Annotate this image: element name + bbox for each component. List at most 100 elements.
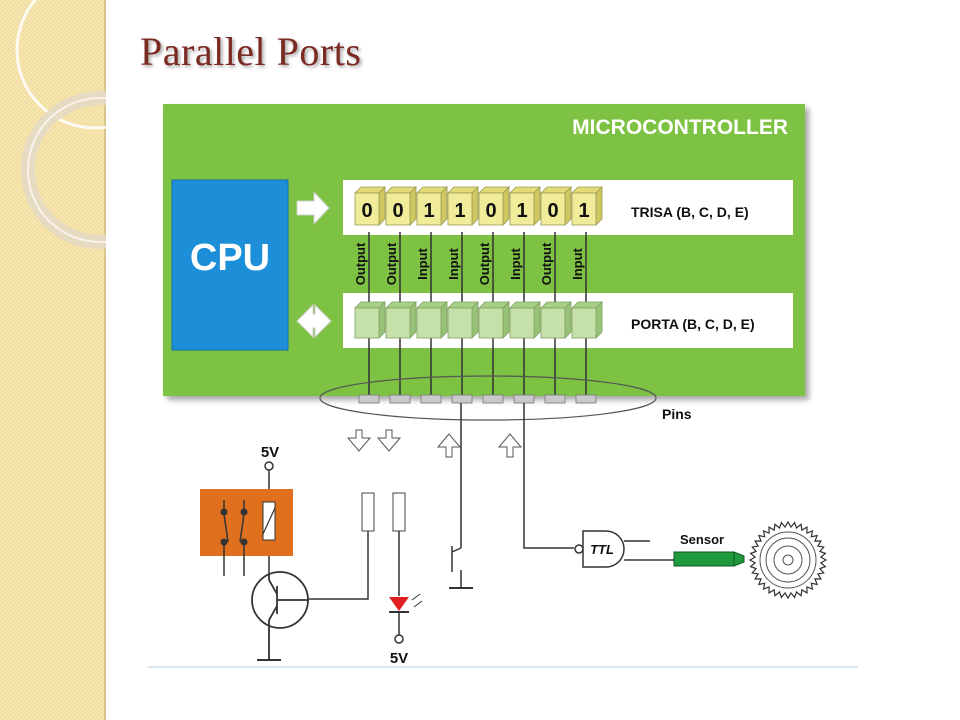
led-light-rays (411, 593, 423, 608)
relay-contact-node (220, 508, 228, 516)
tris-cell-side (502, 186, 510, 226)
tris-cell-side (440, 186, 448, 226)
led-icon (389, 597, 409, 611)
pin-pad (544, 394, 566, 404)
port-cell (447, 307, 473, 339)
resistor-2 (392, 492, 406, 532)
tris-cell (478, 192, 504, 226)
pin-pad (420, 394, 442, 404)
wire (624, 540, 674, 561)
tris-cell (447, 192, 473, 226)
gear-ring (765, 537, 811, 583)
pin-pad (358, 394, 380, 404)
ttl-gate-label: TTL (590, 542, 614, 557)
gear-ring (782, 554, 794, 566)
pin-direction-label: Output (353, 242, 368, 285)
tris-cell (571, 192, 597, 226)
pin-pad (482, 394, 504, 404)
tris-bit-value: 0 (485, 200, 496, 222)
pin-direction-label: Output (539, 242, 554, 285)
pins-ellipse (319, 375, 657, 421)
relay-coil-mark (262, 507, 276, 535)
port-cell-side (502, 301, 510, 339)
wire (523, 403, 574, 549)
sensor-body (673, 551, 735, 567)
pin-direction-label: Output (477, 242, 492, 285)
down-arrow-icon (346, 429, 372, 452)
port-cell-side (533, 301, 541, 339)
tris-cell (354, 192, 380, 226)
pins-label: Pins (662, 406, 692, 422)
resistor-1 (361, 492, 375, 532)
port-register-label: PORTA (B, C, D, E) (631, 316, 755, 332)
port-cell-side (471, 301, 479, 339)
port-cell-side (595, 301, 603, 339)
supply-terminal-bottom (394, 634, 404, 644)
port-cell (385, 307, 411, 339)
tris-cell (385, 192, 411, 226)
cpu-label: CPU (190, 237, 270, 279)
tris-bit-value: 1 (578, 200, 589, 222)
port-cell (571, 307, 597, 339)
inverter-bubble (574, 544, 584, 554)
up-arrow-icon (436, 433, 462, 458)
tris-register-label: TRISA (B, C, D, E) (631, 204, 749, 220)
tris-bit-value: 0 (361, 200, 372, 222)
pin-direction-label: Output (384, 242, 399, 285)
ttl-gate (582, 530, 625, 568)
supply-top-label: 5V (261, 444, 279, 461)
pin-direction-label: Input (415, 247, 430, 279)
wire (309, 531, 369, 600)
tris-cell-side (564, 186, 572, 226)
port-cell (540, 307, 566, 339)
pin-pad (389, 394, 411, 404)
pin-direction-label: Input (570, 247, 585, 279)
tris-bit-value: 0 (547, 200, 558, 222)
sensor-tip (733, 551, 745, 567)
up-arrow-icon (497, 433, 523, 458)
pin-direction-label: Input (508, 247, 523, 279)
side-decoration (0, 0, 106, 720)
pin-direction-label: Input (446, 247, 461, 279)
down-arrow-icon (376, 429, 402, 452)
relay-block (200, 489, 293, 556)
tris-bit-value: 0 (392, 200, 403, 222)
footer-rule (148, 666, 858, 668)
port-cell-side (378, 301, 386, 339)
relay-contact-node (240, 538, 248, 546)
sensor-label: Sensor (680, 532, 724, 547)
tris-cell-side (533, 186, 541, 226)
tris-cell-side (409, 186, 417, 226)
microcontroller-title: MICROCONTROLLER (572, 116, 788, 139)
port-cell-side (440, 301, 448, 339)
pin-pad (575, 394, 597, 404)
cpu-block (171, 179, 289, 351)
right-arrow-icon (296, 190, 330, 226)
tris-cell (416, 192, 442, 226)
transistor-leads (268, 573, 309, 660)
pushbutton-switch (451, 546, 462, 588)
supply-bottom-label: 5V (390, 650, 408, 667)
port-cell (478, 307, 504, 339)
gear-teeth (748, 520, 828, 600)
port-cell (416, 307, 442, 339)
relay-contact-node (240, 508, 248, 516)
slide-title: Parallel Ports (140, 29, 362, 74)
supply-terminal-top (264, 461, 274, 471)
port-cell-side (409, 301, 417, 339)
tris-bit-value: 1 (423, 200, 434, 222)
double-arrow-icon (296, 303, 332, 339)
relay-contact-node (220, 538, 228, 546)
pin-pad (513, 394, 535, 404)
gear-ring (759, 531, 817, 589)
tris-cell-side (378, 186, 386, 226)
port-cell (354, 307, 380, 339)
tris-cell-side (471, 186, 479, 226)
pin-pad (451, 394, 473, 404)
tris-cell-side (595, 186, 603, 226)
port-cell-side (564, 301, 572, 339)
tris-cell (509, 192, 535, 226)
tris-cell (540, 192, 566, 226)
tris-bit-value: 1 (516, 200, 527, 222)
